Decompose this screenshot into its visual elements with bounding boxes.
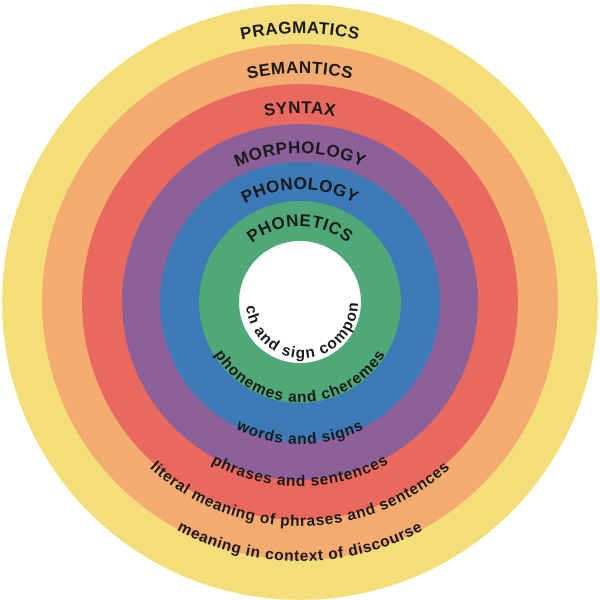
- title-syntax: SYNTAX: [263, 98, 338, 120]
- center-hole: [239, 241, 361, 363]
